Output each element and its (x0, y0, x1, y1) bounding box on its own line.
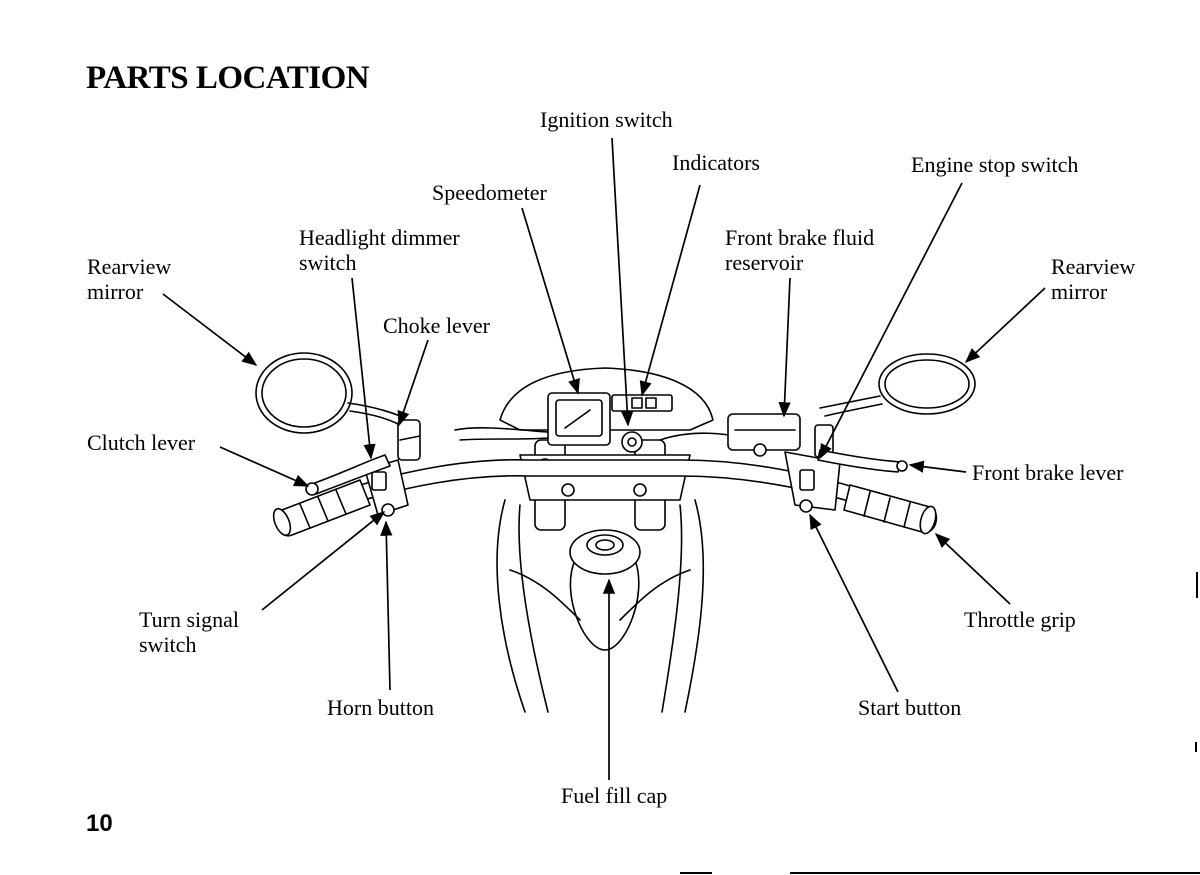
leader-rearview-mirror-left (162, 293, 258, 366)
label-front-brake-fluid-reservoir: Front brake fluid reservoir (725, 225, 875, 275)
leader-engine-stop-switch (819, 182, 963, 460)
label-clutch-lever: Clutch lever (87, 430, 196, 455)
page-title: PARTS LOCATION (86, 60, 370, 96)
leader-headlight-dimmer-switch (351, 277, 376, 460)
clutch-lever-drawing (305, 454, 391, 496)
leader-choke-lever (397, 339, 429, 427)
label-rearview-mirror-left: Rearview mirror (87, 254, 172, 304)
instrument-cluster-drawing (454, 367, 761, 453)
label-speedometer: Speedometer (432, 180, 547, 205)
right-mirror-drawing (819, 353, 976, 417)
page-number: 10 (86, 810, 113, 837)
leader-throttle-grip (934, 532, 1011, 605)
label-indicators: Indicators (672, 150, 760, 175)
label-turn-signal-switch: Turn signal switch (139, 607, 240, 657)
label-front-brake-lever: Front brake lever (972, 460, 1124, 485)
fork-drawing (519, 439, 691, 531)
label-ignition-switch: Ignition switch (540, 107, 673, 132)
label-fuel-fill-cap: Fuel fill cap (561, 783, 668, 808)
leader-turn-signal-switch (261, 511, 386, 611)
leader-indicators (639, 184, 701, 397)
label-headlight-dimmer-switch: Headlight dimmer switch (299, 225, 460, 275)
leader-ignition-switch (611, 137, 634, 427)
label-engine-stop-switch: Engine stop switch (911, 152, 1079, 177)
right-switch-housing-drawing (727, 413, 841, 513)
leader-front-brake-lever (908, 460, 967, 473)
left-grip-drawing (272, 479, 371, 537)
fuel-tank-drawing (496, 499, 705, 713)
left-mirror-drawing (255, 352, 401, 434)
leader-horn-button (380, 520, 393, 691)
right-grip-drawing (843, 484, 938, 535)
leader-start-button (809, 513, 899, 693)
label-choke-lever: Choke lever (383, 313, 490, 338)
leader-rearview-mirror-right (964, 287, 1046, 364)
label-throttle-grip: Throttle grip (964, 607, 1076, 632)
leader-lines (162, 137, 1046, 780)
label-start-button: Start button (858, 695, 962, 720)
front-brake-lever-drawing (817, 449, 908, 473)
label-horn-button: Horn button (327, 695, 434, 720)
leader-front-brake-fluid-reservoir (778, 277, 791, 418)
leader-clutch-lever (219, 446, 310, 487)
label-rearview-mirror-right: Rearview mirror (1051, 254, 1136, 304)
leader-speedometer (521, 207, 580, 395)
